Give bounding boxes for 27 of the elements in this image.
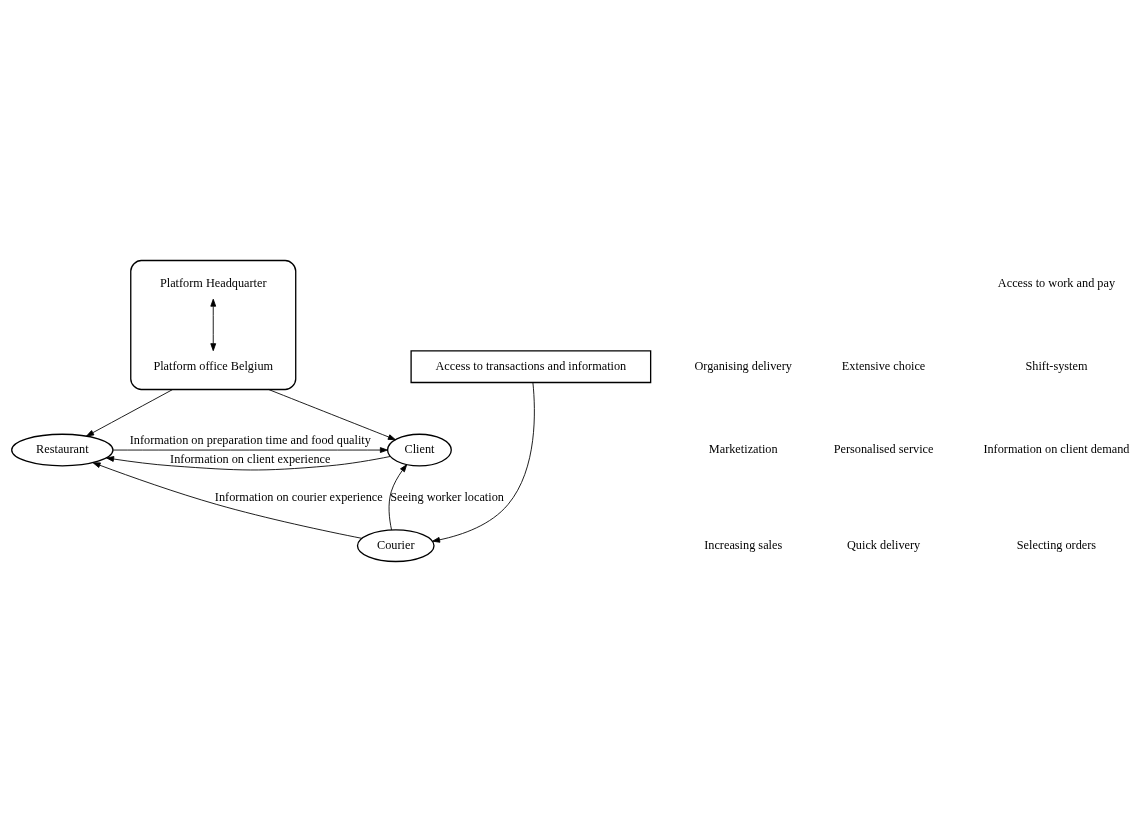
label: Quick delivery xyxy=(846,537,921,552)
label: Personalised service xyxy=(833,441,934,456)
label: Shift-system xyxy=(1025,358,1088,373)
arrow xyxy=(432,381,535,543)
label: Marketization xyxy=(708,441,778,456)
label: Access to work and pay xyxy=(997,275,1116,290)
label: Information on client demand xyxy=(983,441,1130,456)
arrow xyxy=(106,455,391,470)
edge-label: Seeing worker location xyxy=(390,489,504,504)
label: Extensive choice xyxy=(841,358,926,373)
node-text: Platform Headquarter xyxy=(159,275,267,290)
arrow xyxy=(86,388,174,436)
arrow xyxy=(388,463,408,530)
edge-label: Information on client experience xyxy=(170,451,331,466)
label: Selecting orders xyxy=(1016,537,1097,552)
arrow xyxy=(210,298,217,351)
edge-label: Information on courier experience xyxy=(214,489,383,504)
label: Increasing sales xyxy=(704,537,783,552)
node-box: Access to transactions and information xyxy=(410,349,652,383)
arrow xyxy=(268,388,396,440)
edge-label: Information on preparation time and food quality xyxy=(129,432,371,447)
arrow xyxy=(92,461,363,539)
cluster xyxy=(130,259,297,390)
node-text: Platform office Belgium xyxy=(153,358,274,373)
arrow xyxy=(112,446,388,453)
label: Organising delivery xyxy=(694,358,792,373)
node-ellipse: Courier xyxy=(356,528,435,562)
